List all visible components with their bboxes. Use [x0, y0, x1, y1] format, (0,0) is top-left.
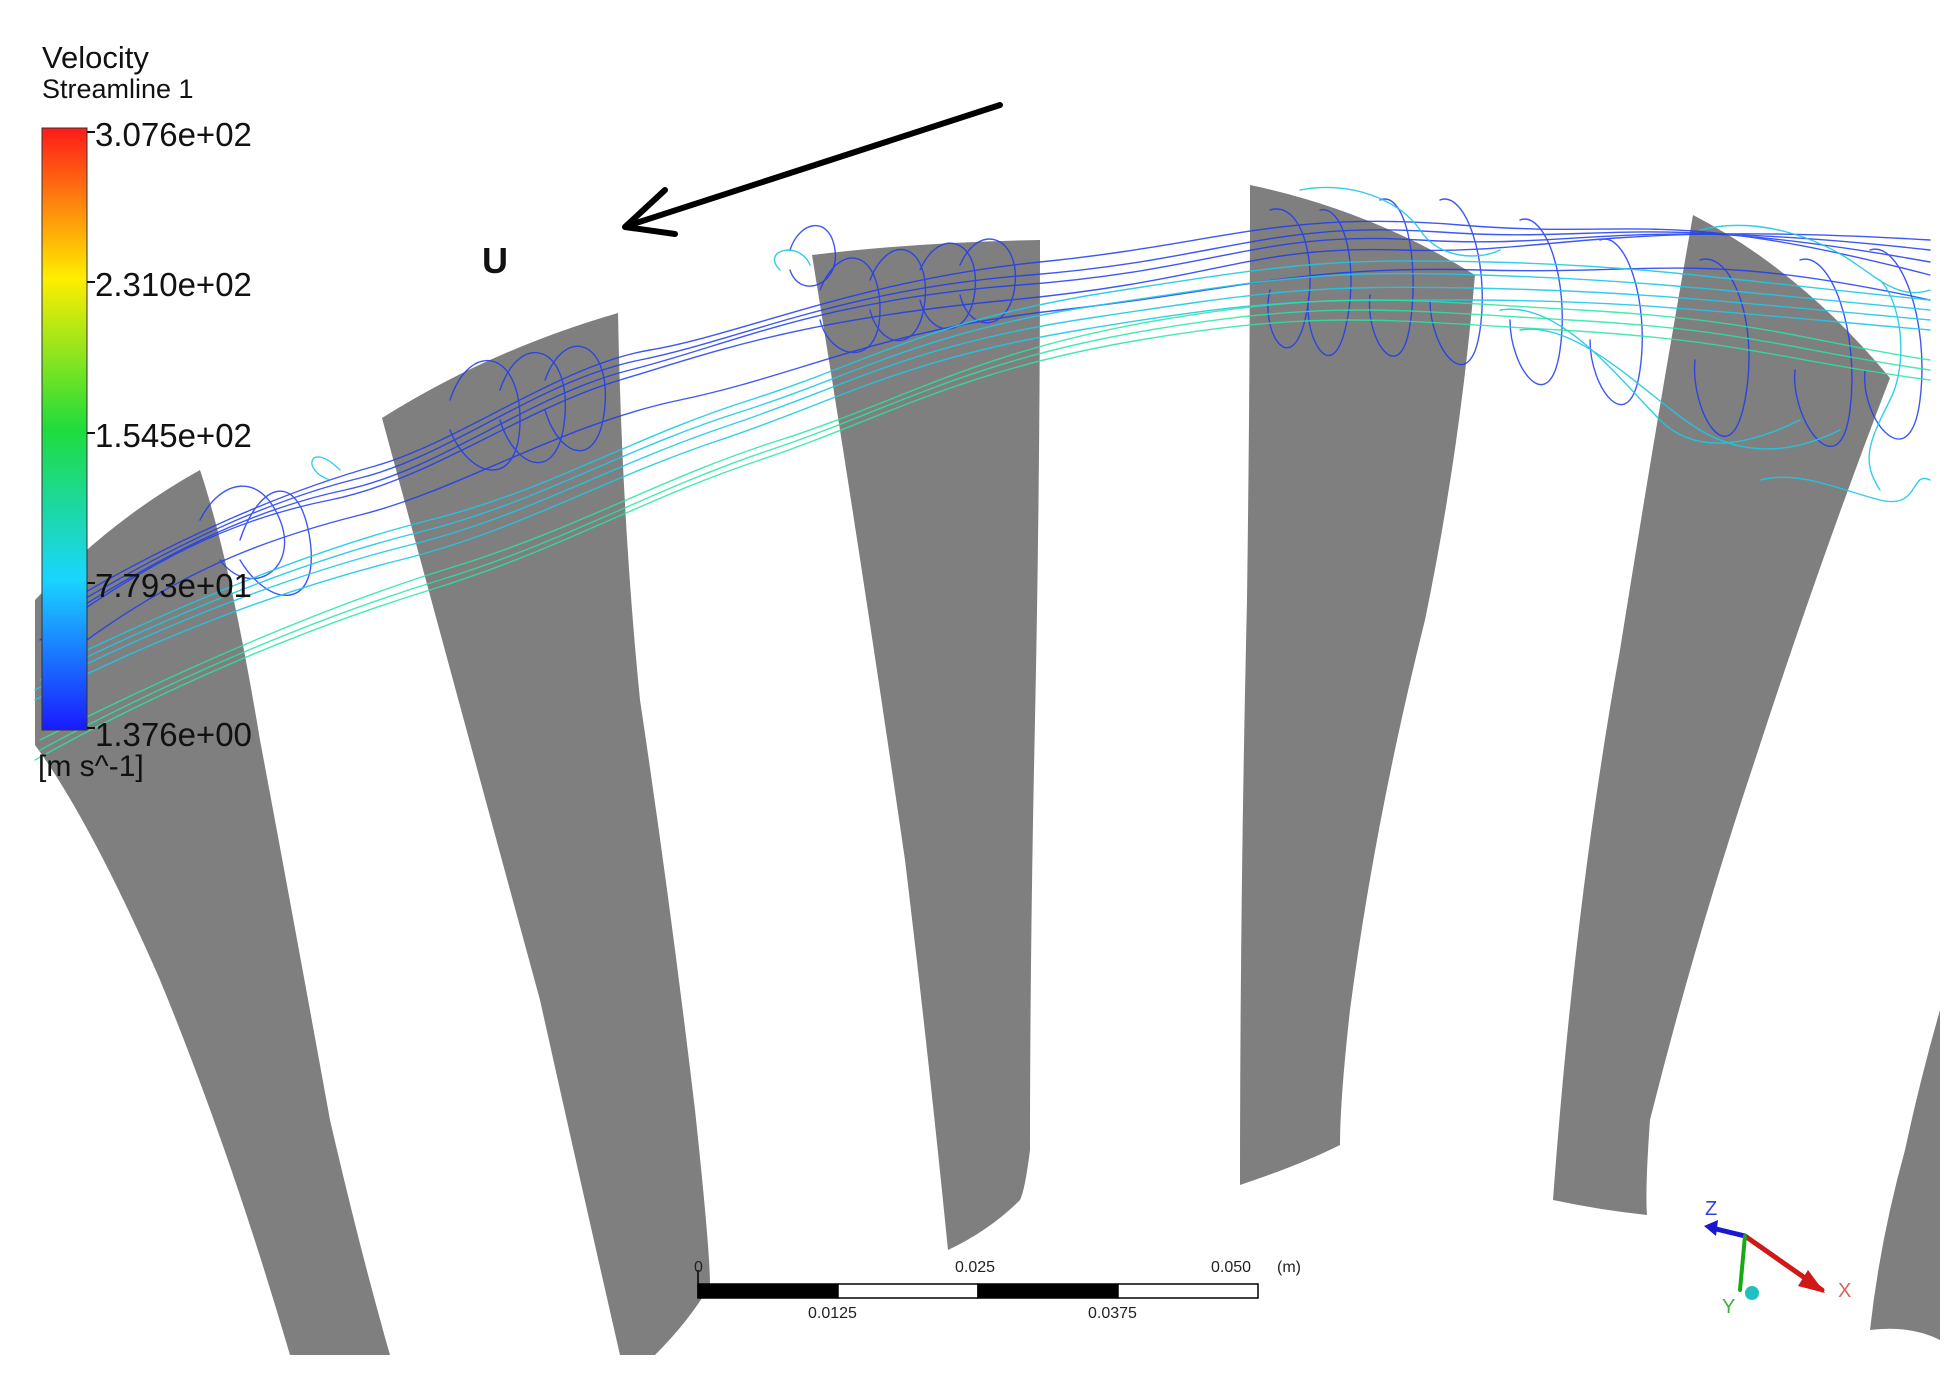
axis-triad: [1704, 1220, 1825, 1300]
streamlines: [34, 186, 1931, 761]
colorbar-tick-label: 1.545e+02: [95, 417, 252, 454]
blade-2: [382, 313, 710, 1355]
blades: [35, 185, 1940, 1355]
blade-5: [1553, 215, 1890, 1215]
triad-y-label: Y: [1722, 1296, 1736, 1318]
scale-label: 0.0375: [1088, 1305, 1137, 1322]
legend-unit: [m s^-1]: [38, 750, 144, 783]
colorbar-tick-label: 3.076e+02: [95, 116, 252, 153]
colorbar-ticks: [87, 131, 95, 729]
scale-bar: [697, 1270, 1259, 1299]
blade-3: [812, 240, 1040, 1250]
scale-label: 0.050: [1211, 1259, 1252, 1276]
direction-label: U: [482, 240, 508, 281]
blade-4: [1240, 185, 1475, 1185]
triad-x-label: X: [1838, 1280, 1852, 1302]
triad-z-label: Z: [1705, 1198, 1718, 1220]
colorbar: [41, 127, 88, 731]
colorbar-tick-label: 2.310e+02: [95, 266, 252, 303]
legend-subtitle: Streamline 1: [42, 74, 194, 104]
blade-1: [35, 470, 390, 1355]
colorbar-tick-label: 1.376e+00: [95, 716, 252, 753]
scale-unit: (m): [1277, 1259, 1301, 1276]
rotation-arrow: [622, 102, 1003, 237]
scale-label: 0.025: [955, 1259, 996, 1276]
colorbar-tick-label: 7.793e+01: [95, 567, 252, 604]
blade-6: [1870, 1010, 1940, 1340]
scale-label: 0.0125: [808, 1305, 857, 1322]
legend-title: Velocity: [42, 40, 149, 75]
scale-label: 0: [694, 1259, 703, 1276]
